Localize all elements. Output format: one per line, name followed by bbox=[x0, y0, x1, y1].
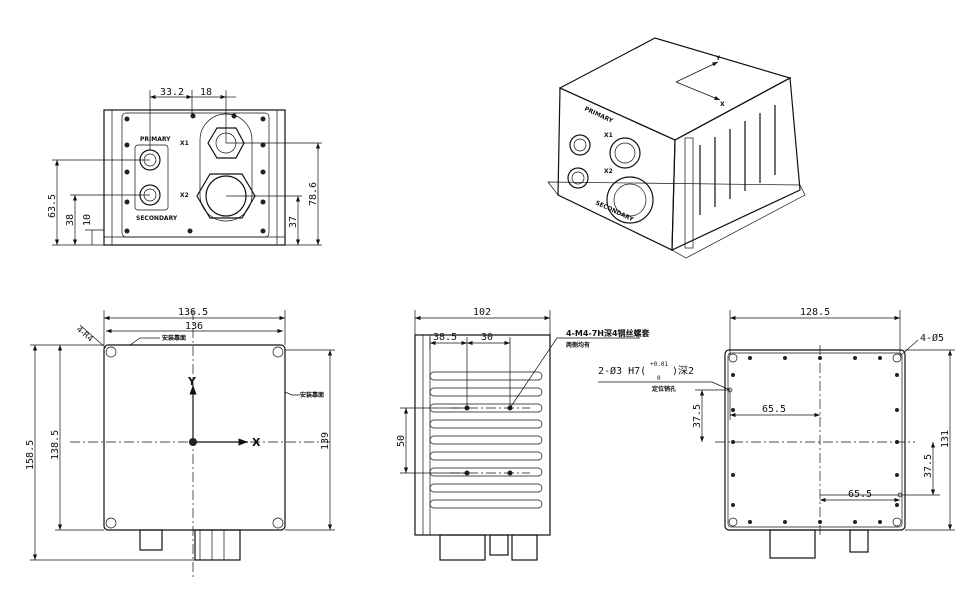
top-view: Y X 136.5 136 4-R4 安装靠面 安装靠面 158.5 138.5… bbox=[25, 307, 335, 580]
side-slots bbox=[699, 105, 776, 215]
axis-x-label: X bbox=[252, 436, 261, 449]
dim-138-5: 138.5 bbox=[50, 430, 61, 460]
pin-tol-upper: +0.01 bbox=[650, 361, 668, 368]
dim-139: 139 bbox=[320, 432, 331, 450]
thread-note-sub: 两侧均有 bbox=[566, 341, 590, 349]
dim-102: 102 bbox=[473, 307, 491, 318]
dim-37-5-right: 37.5 bbox=[923, 454, 934, 478]
x2-label: X2 bbox=[180, 192, 189, 199]
pin-hole-sub: 定位销孔 bbox=[651, 385, 676, 393]
side-view: 102 38.5 30 50 4-M4-7H深4钢丝螺套 两侧均有 bbox=[396, 307, 651, 561]
dim-65-5-top: 65.5 bbox=[762, 404, 786, 415]
primary-label: PRIMARY bbox=[140, 136, 171, 143]
dim-50: 50 bbox=[396, 435, 407, 447]
dim-131: 131 bbox=[940, 430, 951, 448]
dim-10: 10 bbox=[82, 214, 93, 226]
thread-note: 4-M4-7H深4钢丝螺套 bbox=[566, 328, 651, 338]
iso-primary: PRIMARY bbox=[583, 105, 614, 125]
dim-37-5-left: 37.5 bbox=[692, 404, 703, 428]
x1-label: X1 bbox=[180, 140, 189, 147]
pin-note-prefix: 2-Ø3 H7( bbox=[598, 365, 646, 377]
dim-128-5: 128.5 bbox=[800, 307, 830, 318]
dim-33-2: 33.2 bbox=[160, 87, 184, 98]
dim-37: 37 bbox=[288, 216, 299, 228]
dim-63-5: 63.5 bbox=[47, 194, 58, 218]
pin-tol-lower: 0 bbox=[657, 375, 661, 382]
screws bbox=[124, 113, 266, 234]
iso-axis-y: Y bbox=[715, 55, 721, 62]
mount-face-note-top: 安装靠面 bbox=[162, 334, 186, 342]
axis-y-label: Y bbox=[187, 375, 197, 388]
dim-65-5-bottom: 65.5 bbox=[848, 489, 872, 500]
secondary-label: SECONDARY bbox=[136, 215, 178, 222]
iso-x2: X2 bbox=[604, 168, 613, 175]
pin-note-suffix: )深2 bbox=[672, 365, 694, 377]
hole-note: 4-Ø5 bbox=[920, 332, 944, 344]
dim-18: 18 bbox=[200, 87, 212, 98]
cooling-fins bbox=[429, 371, 543, 509]
front-view: PRIMARY SECONDARY X1 X2 33.2 18 63.5 38 … bbox=[47, 87, 322, 246]
dim-38-5: 38.5 bbox=[433, 332, 457, 343]
corner-radius-note: 4-R4 bbox=[75, 325, 95, 344]
isometric-view: Y X PRIMARY SECONDARY X1 X2 bbox=[547, 37, 806, 259]
dim-78-6: 78.6 bbox=[308, 182, 319, 206]
iso-axis-x: X bbox=[720, 101, 725, 108]
screw-pattern bbox=[727, 356, 903, 524]
bottom-view: 128.5 4-Ø5 65.5 37.5 37.5 65.5 131 2-Ø3 … bbox=[598, 307, 955, 559]
dim-30: 30 bbox=[481, 332, 493, 343]
dim-158-5: 158.5 bbox=[25, 440, 36, 470]
iso-x1: X1 bbox=[604, 132, 613, 139]
dim-136: 136 bbox=[185, 321, 203, 332]
dim-136-5: 136.5 bbox=[178, 307, 208, 318]
dim-38: 38 bbox=[65, 214, 76, 226]
mount-face-note-side: 安装靠面 bbox=[300, 391, 324, 399]
